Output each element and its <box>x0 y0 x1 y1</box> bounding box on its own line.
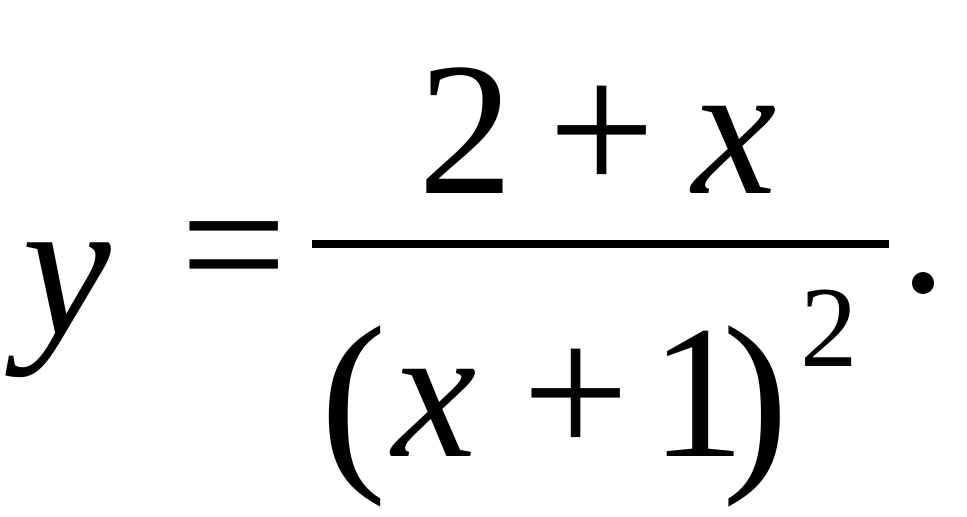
denominator-open-paren: ( <box>320 287 387 508</box>
formula-equals-sign: = <box>180 140 288 350</box>
denominator-variable: x <box>392 288 477 498</box>
fraction-bar <box>312 240 889 248</box>
numerator-plus-sign: + <box>548 25 656 235</box>
denominator-constant: 1 <box>650 288 745 498</box>
numerator-variable: x <box>692 25 777 235</box>
denominator-close-paren: ) <box>722 287 789 508</box>
formula-terminator-period <box>912 272 934 294</box>
formula-lhs-variable: y <box>22 157 111 378</box>
denominator-exponent: 2 <box>800 264 858 391</box>
denominator-plus-sign: + <box>522 288 630 498</box>
numerator-constant: 2 <box>418 25 513 235</box>
